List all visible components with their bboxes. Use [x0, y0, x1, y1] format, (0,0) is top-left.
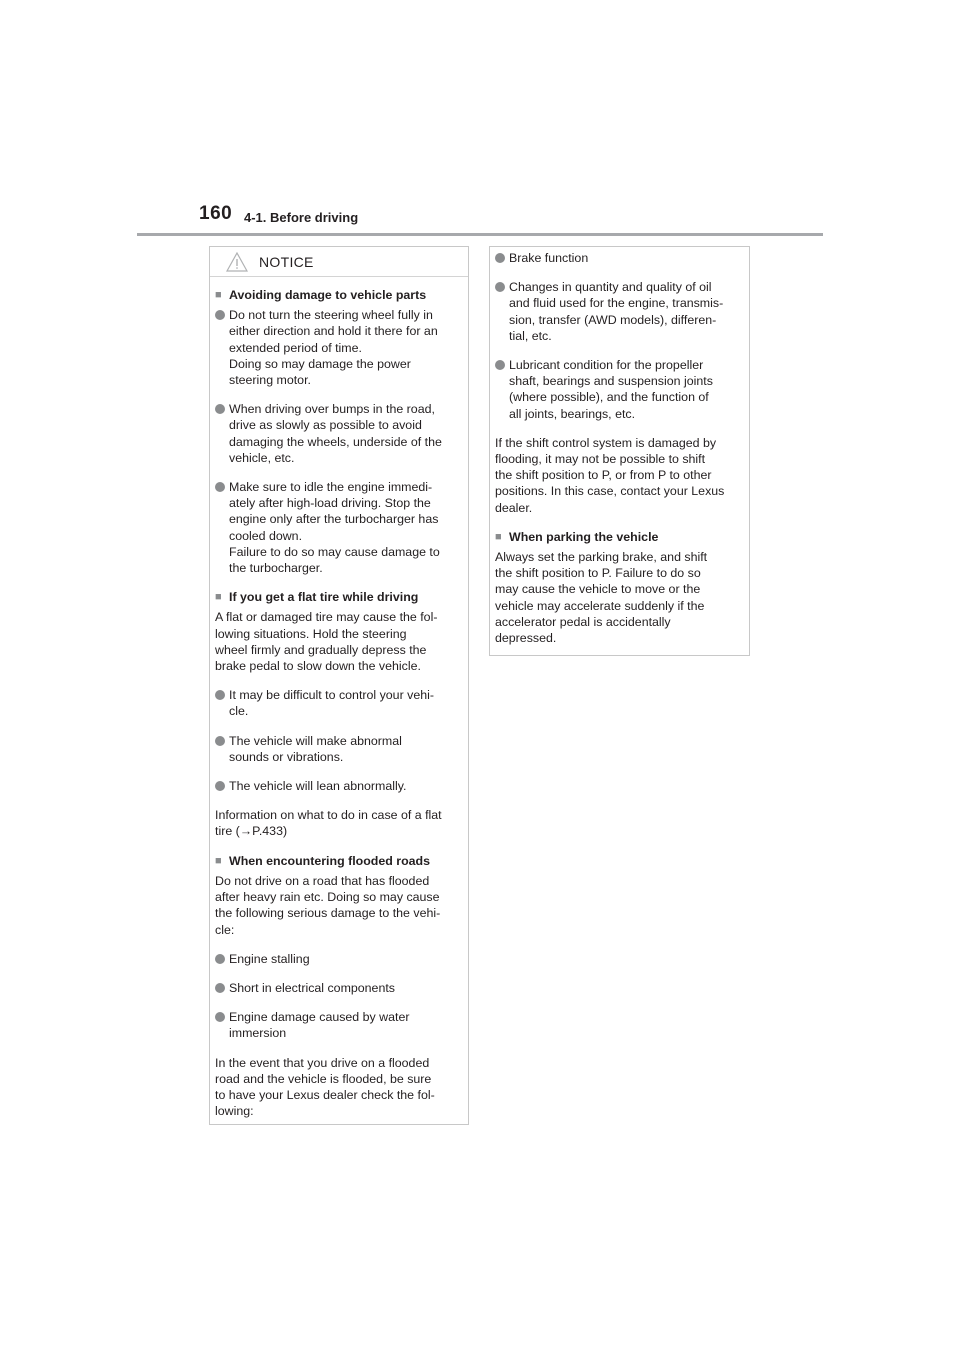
- subheading: ■ Avoiding damage to vehicle parts: [215, 288, 427, 302]
- warning-triangle-icon: [226, 252, 248, 272]
- bullet-item: Changes in quantity and quality of oil a…: [495, 279, 744, 344]
- header-rule: [137, 233, 823, 236]
- page-number: 160: [199, 203, 233, 224]
- bullet-dot-icon: [215, 310, 225, 321]
- notice-continuation-box: Brake function Changes in quantity and q…: [489, 246, 750, 656]
- bullet-item: The vehicle will lean abnormally.: [215, 778, 463, 794]
- bullet-dot-icon: [215, 735, 225, 746]
- bullet-item: The vehicle will make abnormal sounds or…: [215, 733, 463, 765]
- page-reference-paragraph[interactable]: Information on what to do in case of a f…: [215, 808, 442, 839]
- subheading: ■ When encountering flooded roads: [215, 853, 431, 868]
- bullet-dot-icon: [495, 360, 505, 371]
- square-bullet-icon: ■: [215, 591, 222, 604]
- notice-box: NOTICE ■ Avoiding damage to vehicle part…: [209, 246, 469, 1125]
- bullet-item: It may be difficult to control your vehi…: [215, 687, 463, 719]
- paragraph: If the shift control system is damaged b…: [495, 435, 725, 515]
- subheading: ■ When parking the vehicle: [495, 529, 659, 544]
- bullet-dot-icon: [215, 982, 225, 993]
- notice-title: NOTICE: [259, 254, 314, 270]
- bullet-dot-icon: [215, 1012, 225, 1023]
- bullet-dot-icon: [215, 781, 225, 792]
- square-bullet-icon: ■: [495, 530, 502, 543]
- square-bullet-icon: ■: [215, 854, 222, 867]
- paragraph: In the event that you drive on a flooded…: [215, 1055, 435, 1119]
- notice-content-right: Brake function Changes in quantity and q…: [490, 247, 749, 646]
- bullet-dot-icon: [495, 282, 505, 293]
- bullet-item: Engine damage caused by water immersion: [215, 1009, 463, 1041]
- notice-content-left: ■ Avoiding damage to vehicle parts Do no…: [210, 277, 468, 1119]
- bullet-item: Make sure to idle the engine immedi- ate…: [215, 479, 463, 576]
- bullet-dot-icon: [215, 482, 225, 493]
- paragraph: A flat or damaged tire may cause the fol…: [215, 610, 438, 674]
- bullet-item: Engine stalling: [215, 951, 463, 967]
- bullet-item: Short in electrical components: [215, 980, 463, 996]
- notice-header: NOTICE: [210, 247, 468, 277]
- square-bullet-icon: ■: [215, 289, 222, 301]
- bullet-dot-icon: [495, 253, 505, 263]
- bullet-dot-icon: [215, 404, 225, 415]
- bullet-dot-icon: [215, 690, 225, 701]
- bullet-dot-icon: [215, 953, 225, 964]
- section-title: 4-1. Before driving: [244, 210, 359, 225]
- paragraph: Do not drive on a road that has flooded …: [215, 873, 441, 937]
- bullet-item: Lubricant condition for the propeller sh…: [495, 357, 744, 422]
- bullet-item: Brake function: [495, 250, 744, 266]
- bullet-item: Do not turn the steering wheel fully in …: [215, 307, 463, 388]
- bullet-item: When driving over bumps in the road, dri…: [215, 401, 463, 466]
- paragraph: Always set the parking brake, and shift …: [495, 550, 708, 646]
- subheading: ■ If you get a flat tire while driving: [215, 590, 419, 605]
